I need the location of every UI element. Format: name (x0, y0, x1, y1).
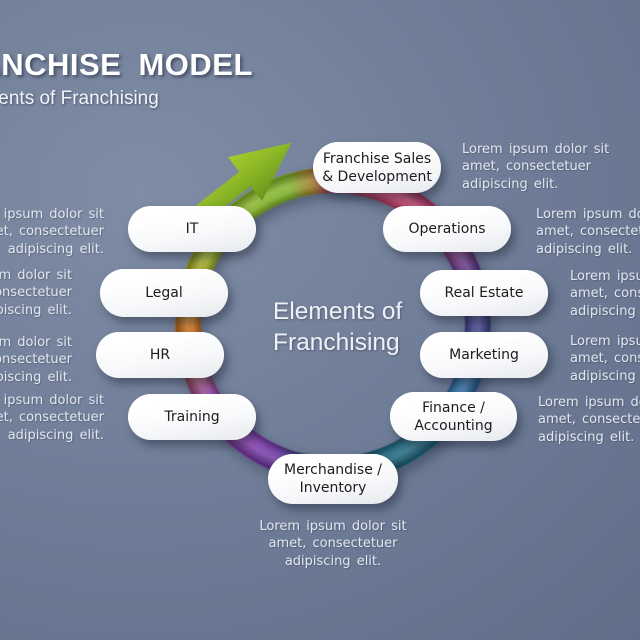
description-training: Lorem ipsum dolor sit amet, consectetuer… (0, 392, 104, 444)
description-line: Lorem ipsum dolor sit (0, 335, 72, 350)
diagram-center-label: Elements of Franchising (273, 296, 402, 358)
description-legal: Lorem ipsum dolor sit amet, consectetuer… (0, 267, 72, 319)
description-line: adipiscing elit. (7, 241, 104, 257)
description-line: amet, consectetuer (570, 286, 640, 302)
description-line: adipiscing elit. (462, 176, 559, 192)
description-line: amet, consectetuer (570, 351, 640, 367)
description-line: amet, consectetuer (0, 352, 72, 368)
node-label: & Development (322, 168, 432, 185)
node-label: Operations (408, 221, 486, 237)
description-operations: Lorem ipsum dolor sit amet, consectetuer… (536, 206, 640, 258)
description-line: adipiscing elit. (570, 303, 640, 319)
node-label: Accounting (414, 417, 493, 434)
description-line: Lorem ipsum dolor sit (0, 207, 104, 222)
node-label: IT (185, 221, 199, 237)
node-pill-merchandise-inventory: Merchandise / Inventory (268, 454, 398, 504)
description-line: adipiscing elit. (536, 241, 633, 257)
description-line: amet, consectetuer (0, 224, 104, 240)
description-line: Lorem ipsum dolor sit (259, 519, 407, 534)
description-line: amet, consectetuer (536, 224, 640, 240)
description-line: adipiscing elit. (284, 553, 382, 569)
description-line: amet, consectetuer (462, 159, 592, 175)
node-label: Training (164, 409, 220, 425)
page-title: FRANCHISE MODEL (0, 47, 253, 82)
description-line: Lorem ipsum dolor sit (0, 393, 104, 408)
node-pill-it: IT (128, 206, 256, 252)
description-line: adipiscing elit. (570, 368, 640, 384)
description-line: adipiscing elit. (7, 427, 104, 443)
node-label: HR (149, 347, 171, 363)
node-pill-real-estate: Real Estate (420, 270, 548, 316)
node-pill-franchise-sales-development: Franchise Sales & Development (313, 142, 441, 193)
description-line: adipiscing elit. (0, 302, 72, 318)
description-finance-accounting: Lorem ipsum dolor sit amet, consectetuer… (538, 394, 640, 446)
node-pill-finance-accounting: Finance / Accounting (390, 392, 517, 441)
description-line: amet, consectetuer (268, 536, 398, 552)
node-label: Finance / (422, 399, 485, 416)
description-line: adipiscing elit. (538, 429, 635, 445)
description-line: amet, consectetuer (0, 285, 72, 301)
description-it: Lorem ipsum dolor sit amet, consectetuer… (0, 206, 104, 258)
node-label: Franchise Sales (322, 150, 432, 167)
description-line: amet, consectetuer (538, 412, 640, 428)
node-label: Merchandise / (283, 462, 382, 478)
center-label-line2: Franchising (273, 329, 400, 356)
node-pill-training: Training (128, 394, 256, 440)
description-real-estate: Lorem ipsum dolor sit amet, consectetuer… (570, 268, 640, 320)
description-line: amet, consectetuer (0, 410, 104, 426)
node-pill-operations: Operations (383, 206, 511, 252)
description-line: Lorem ipsum dolor sit (462, 142, 610, 157)
center-label-line1: Elements of (273, 298, 403, 325)
description-merchandise-inventory: Lorem ipsum dolor sit amet, consectetuer… (253, 518, 413, 570)
node-pill-hr: HR (96, 332, 224, 378)
description-line: Lorem ipsum dolor sit (570, 269, 640, 284)
description-hr: Lorem ipsum dolor sit amet, consectetuer… (0, 334, 72, 386)
page-subtitle: Elements of Franchising (0, 88, 159, 109)
description-line: Lorem ipsum dolor sit (0, 268, 72, 283)
node-label: Inventory (299, 480, 367, 496)
node-pill-legal: Legal (100, 269, 228, 317)
description-marketing: Lorem ipsum dolor sit amet, consectetuer… (570, 333, 640, 385)
node-label: Marketing (449, 347, 519, 363)
description-line: Lorem ipsum dolor sit (536, 207, 640, 222)
description-line: Lorem ipsum dolor sit (538, 395, 640, 410)
node-pill-marketing: Marketing (420, 332, 548, 378)
node-label: Legal (145, 285, 183, 301)
node-label: Real Estate (444, 285, 524, 301)
description-franchise-sales-development: Lorem ipsum dolor sit amet, consectetuer… (462, 141, 617, 193)
description-line: Lorem ipsum dolor sit (570, 334, 640, 349)
description-line: adipiscing elit. (0, 369, 72, 385)
